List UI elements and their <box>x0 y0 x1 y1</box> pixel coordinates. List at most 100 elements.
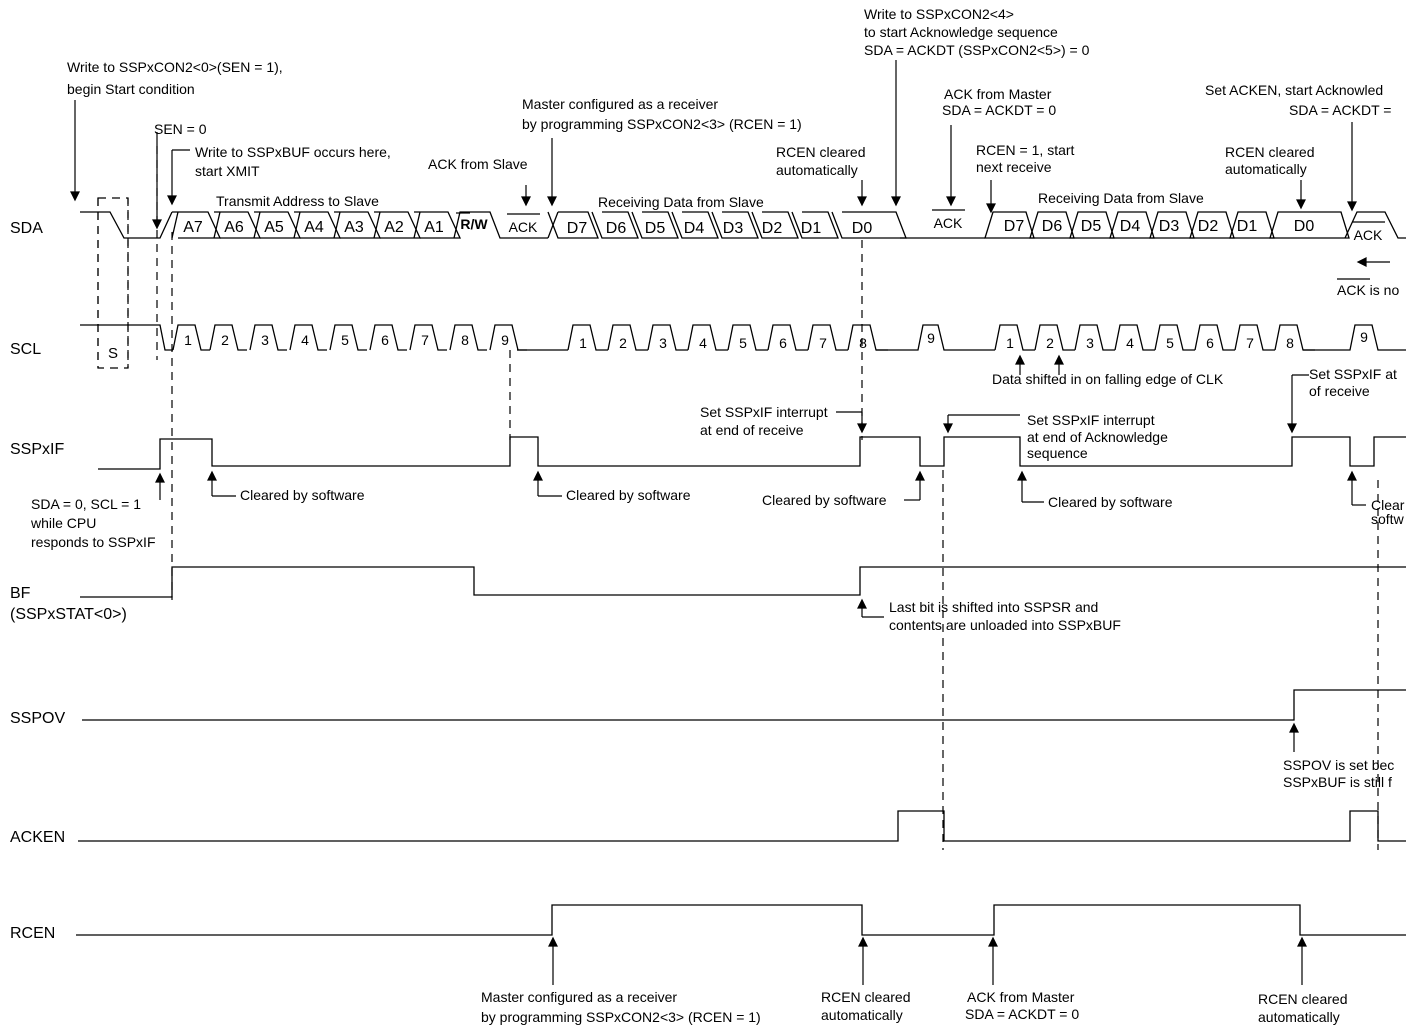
dashed-guides <box>97 132 1379 850</box>
note-rcen-cleared-1-line2: automatically <box>776 162 858 178</box>
scl-clock-pulse <box>687 324 728 351</box>
data-bit-label: D5 <box>1081 218 1102 235</box>
arrow-head <box>1054 354 1064 365</box>
address-bit-label: A3 <box>344 219 364 236</box>
data-bit-label: D7 <box>1004 218 1025 235</box>
note-ack-not-sent: ACK is no <box>1337 282 1399 298</box>
note-bottom-rcen-1-line2: automatically <box>821 1007 903 1023</box>
scl-clock-pulse <box>449 324 487 351</box>
note-rcen-cleared-2-line1: RCEN cleared <box>1225 144 1314 160</box>
sda-data2-bit <box>1189 211 1235 239</box>
annotations: Write to SSPxCON2<0>(SEN = 1), begin Sta… <box>30 6 1405 1025</box>
note-set-if-end-line1: Set SSPxIF at <box>1309 366 1397 382</box>
signal-label-bf-sub: (SSPxSTAT<0>) <box>10 606 127 623</box>
scl-start <box>80 324 173 351</box>
note-set-acken-line1: Set ACKEN, start Acknowled <box>1205 82 1383 98</box>
sda-address-bit-edge <box>333 211 341 239</box>
sda-address-bit-frame <box>254 211 302 239</box>
ack-end-label: ACK <box>1354 227 1383 243</box>
arrow-head <box>1356 257 1367 267</box>
sda-address-bit-edge <box>413 211 421 239</box>
note-master-rx-line1: Master configured as a receiver <box>522 96 718 112</box>
note-write-ack-line1: Write to SSPxCON2<4> <box>864 6 1014 22</box>
sda-address-bit-edge <box>253 211 261 239</box>
signal-label-acken: ACKEN <box>10 829 65 846</box>
sspov-waveform <box>82 689 1406 721</box>
address-bit-label: A7 <box>183 219 203 236</box>
note-sda-scl-line3: responds to SSPxIF <box>31 534 156 550</box>
acken-waveform <box>78 810 1406 842</box>
arrow-head <box>1289 722 1299 733</box>
arrow-head <box>1015 354 1025 365</box>
note-cleared-sw-5-line1: Clear <box>1371 497 1405 513</box>
note-set-acken-line2: SDA = ACKDT = <box>1289 102 1391 118</box>
scl-clock-pulse <box>1074 324 1115 351</box>
clock-number-label: 1 <box>184 332 192 348</box>
note-bottom-rcen-2-line1: RCEN cleared <box>1258 991 1347 1007</box>
scl-clock-pulse <box>807 324 848 351</box>
sda-address-bit-edge <box>293 211 301 239</box>
note-rcen1-line2: next receive <box>976 159 1052 175</box>
clock-number-label: 3 <box>261 332 269 348</box>
clock-number-label: 4 <box>1126 335 1134 351</box>
note-last-bit-line1: Last bit is shifted into SSPSR and <box>889 599 1098 615</box>
clock-number-label: 1 <box>1006 335 1014 351</box>
arrow-head <box>915 470 925 481</box>
arrow-head <box>1297 936 1307 947</box>
note-sen0: SEN = 0 <box>154 121 207 137</box>
sda-address-bit-frame <box>214 211 262 239</box>
data-bit-label: D2 <box>1198 218 1219 235</box>
note-sda-scl-line1: SDA = 0, SCL = 1 <box>31 496 141 512</box>
note-set-if-rx-line1: Set SSPxIF interrupt <box>700 404 828 420</box>
note-rcen-cleared-2-line2: automatically <box>1225 161 1307 177</box>
sda-data2-bit <box>1109 211 1155 239</box>
arrow-head <box>1347 470 1357 481</box>
scl-clock-pulse <box>567 324 608 351</box>
sda-data2-bit <box>984 211 1035 239</box>
data-bit-label: D1 <box>801 220 822 237</box>
note-ack-master-line1: ACK from Master <box>944 86 1052 102</box>
note-ack-from-slave: ACK from Slave <box>428 156 528 172</box>
note-receiving-2: Receiving Data from Slave <box>1038 190 1204 206</box>
note-set-if-rx-line2: at end of receive <box>700 422 804 438</box>
arrow-head <box>857 423 867 434</box>
annotation-arrows <box>70 60 1390 985</box>
note-write-ack-line3: SDA = ACKDT (SSPxCON2<5>) = 0 <box>864 42 1090 58</box>
arrow-head <box>946 196 956 207</box>
arrow-head <box>547 196 557 207</box>
arrow-head <box>857 598 867 609</box>
ack-master-label: ACK <box>934 215 963 231</box>
note-set-if-end-line2: of receive <box>1309 383 1370 399</box>
clock-number-label: 5 <box>1166 335 1174 351</box>
start-condition-box <box>97 197 129 369</box>
arrow-head <box>891 196 901 207</box>
arrow-head <box>858 936 868 947</box>
sda-start-condition <box>80 211 173 239</box>
scl-clock-pulse <box>209 324 247 351</box>
note-write-sen-line1: Write to SSPxCON2<0>(SEN = 1), <box>67 59 283 75</box>
note-write-buf-line1: Write to SSPxBUF occurs here, <box>195 144 391 160</box>
arrow-head <box>167 195 177 206</box>
clock-number-label: 5 <box>341 332 349 348</box>
data-bit-label: D3 <box>723 220 744 237</box>
scl-clock-pulse <box>249 324 287 351</box>
note-data-shift: Data shifted in on falling edge of CLK <box>992 371 1224 387</box>
note-cleared-sw-4: Cleared by software <box>1048 494 1173 510</box>
scl-clock-pulse <box>409 324 447 351</box>
clock-number-label: 8 <box>461 332 469 348</box>
clock-number-label: 3 <box>659 335 667 351</box>
sda-address-bit-edge <box>373 211 381 239</box>
sda-data1-bit <box>631 211 679 239</box>
signal-label-sda: SDA <box>10 220 43 237</box>
arrow-head <box>70 191 80 202</box>
note-transmit-address: Transmit Address to Slave <box>216 193 379 209</box>
sda-data1-bit <box>547 211 599 239</box>
scl-clock-pulse <box>329 324 367 351</box>
data-bit-label: D0 <box>1294 218 1315 235</box>
sspxif-waveform <box>98 436 1406 470</box>
clock-number-label: 9 <box>501 332 509 348</box>
data-bit-label: D6 <box>606 220 627 237</box>
clock-number-label: 6 <box>1206 335 1214 351</box>
clock-number-label: 9 <box>1360 329 1368 345</box>
